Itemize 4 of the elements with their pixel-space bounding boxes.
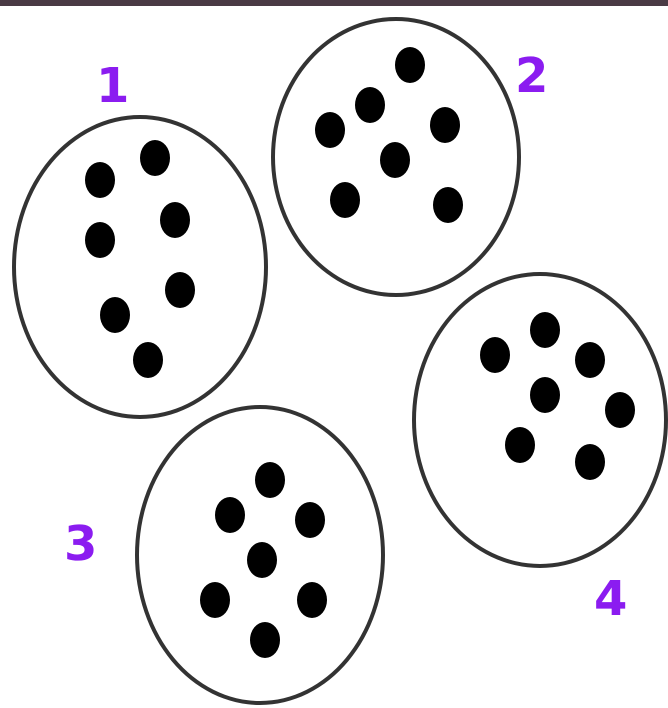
number-label: 4: [594, 575, 628, 623]
number-label: 1: [96, 62, 130, 110]
number-label: 3: [64, 520, 98, 568]
number-label: 2: [515, 52, 548, 100]
